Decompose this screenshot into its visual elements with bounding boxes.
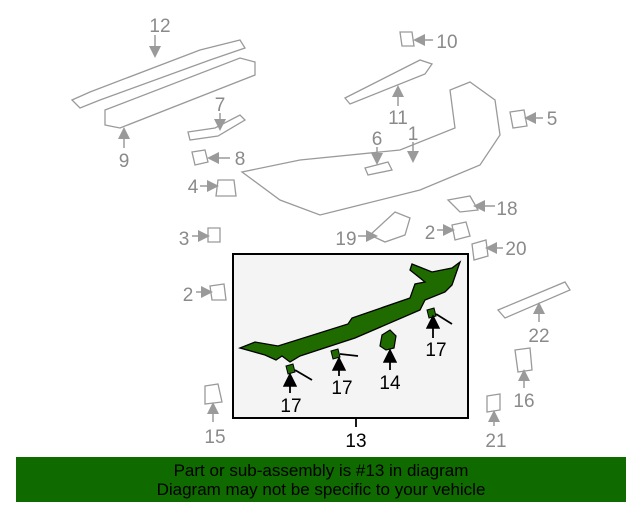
callout-14[interactable]: 14 bbox=[379, 373, 401, 394]
part-16-bolt[interactable] bbox=[514, 347, 533, 373]
callout-16[interactable]: 16 bbox=[513, 391, 534, 412]
part-7-bracket[interactable] bbox=[187, 114, 247, 141]
part-17-bolt-center[interactable] bbox=[330, 348, 341, 360]
callout-4[interactable]: 4 bbox=[188, 177, 199, 198]
part-18-bracket[interactable] bbox=[446, 195, 480, 213]
callout-12[interactable]: 12 bbox=[149, 16, 170, 37]
part-5-bolt[interactable] bbox=[509, 109, 528, 129]
part-15-clip[interactable] bbox=[204, 383, 223, 405]
part-12-reinforcement[interactable] bbox=[70, 39, 246, 109]
callout-22[interactable]: 22 bbox=[528, 326, 549, 347]
part-2-clip-left[interactable] bbox=[209, 283, 227, 301]
callout-21[interactable]: 21 bbox=[485, 431, 506, 452]
part-8-bolt[interactable] bbox=[191, 149, 209, 166]
part-11-bracket[interactable] bbox=[343, 59, 434, 105]
callout-2[interactable]: 2 bbox=[183, 285, 194, 306]
banner-line-assembly: Part or sub-assembly is #13 in diagram bbox=[173, 461, 469, 480]
callout-17[interactable]: 17 bbox=[280, 396, 301, 417]
callout-7[interactable]: 7 bbox=[215, 95, 226, 116]
part-19-bracket[interactable] bbox=[368, 211, 411, 243]
part-13-bumper-reinforcement[interactable] bbox=[237, 260, 462, 363]
callout-11[interactable]: 11 bbox=[388, 108, 408, 129]
part-21-pad[interactable] bbox=[486, 393, 501, 413]
part-22-molding[interactable] bbox=[496, 281, 571, 319]
callout-6[interactable]: 6 bbox=[372, 129, 383, 150]
callout-13[interactable]: 13 bbox=[345, 431, 366, 452]
part-4-stopper[interactable] bbox=[215, 179, 237, 197]
part-1-bumper-cover[interactable] bbox=[240, 81, 501, 216]
part-17-bolt-right[interactable] bbox=[426, 307, 437, 319]
part-20-pad[interactable] bbox=[471, 239, 489, 261]
callout-19[interactable]: 19 bbox=[335, 229, 356, 250]
callout-15[interactable]: 15 bbox=[204, 427, 225, 448]
part-3-clip[interactable] bbox=[207, 227, 221, 243]
part-2-clip-upper[interactable] bbox=[451, 221, 471, 241]
part-10-bolt[interactable] bbox=[399, 31, 415, 47]
callout-17[interactable]: 17 bbox=[425, 340, 446, 361]
callout-1[interactable]: 1 bbox=[408, 124, 419, 145]
callout-5[interactable]: 5 bbox=[547, 109, 558, 130]
callout-20[interactable]: 20 bbox=[505, 239, 526, 260]
callout-9[interactable]: 9 bbox=[119, 151, 130, 172]
banner-line-disclaimer: Diagram may not be specific to your vehi… bbox=[156, 480, 486, 499]
info-banner: Part or sub-assembly is #13 in diagram D… bbox=[16, 457, 626, 502]
callout-8[interactable]: 8 bbox=[235, 149, 246, 170]
callout-2[interactable]: 2 bbox=[425, 223, 436, 244]
part-17-bolt-left[interactable] bbox=[285, 363, 296, 375]
callout-18[interactable]: 18 bbox=[496, 199, 517, 220]
callout-10[interactable]: 10 bbox=[436, 32, 457, 53]
callout-17[interactable]: 17 bbox=[331, 378, 352, 399]
part-14-clip[interactable] bbox=[379, 329, 397, 351]
callout-3[interactable]: 3 bbox=[179, 229, 190, 250]
part-9-absorber[interactable] bbox=[104, 57, 256, 129]
